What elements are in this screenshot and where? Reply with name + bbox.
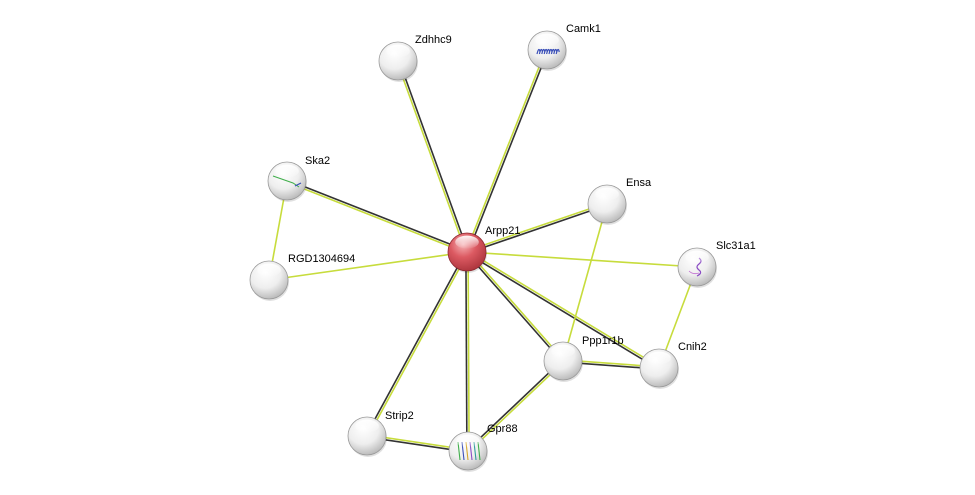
node-ensa[interactable]: Ensa	[587, 177, 652, 225]
node-highlight	[595, 187, 619, 201]
edge-evidence-textmining	[286, 181, 467, 254]
node-rgd1304694[interactable]: RGD1304694	[249, 253, 355, 301]
edge-ensa-ppp1r1b[interactable]	[562, 203, 608, 362]
edge-evidence-textmining	[268, 251, 468, 281]
node-label: Ensa	[626, 177, 652, 189]
node-ppp1r1b[interactable]: Ppp1r1b	[543, 335, 624, 382]
edge-arpp21-rgd1304694[interactable]	[268, 251, 468, 281]
node-label: Ska2	[305, 155, 330, 167]
edge-evidence-textmining	[466, 202, 607, 252]
node-label: Arpp21	[485, 225, 520, 237]
node-highlight	[456, 434, 480, 448]
node-label: Camk1	[566, 23, 601, 35]
node-highlight	[386, 44, 410, 58]
node-arpp21[interactable]: Arpp21	[447, 225, 520, 273]
edge-evidence-coexpression	[365, 251, 467, 436]
edge-evidence-coexpression	[466, 359, 563, 451]
edge-arpp21-ppp1r1b[interactable]	[465, 250, 565, 363]
node-highlight	[647, 351, 671, 365]
node-slc31a1[interactable]: Slc31a1	[677, 240, 756, 288]
node-highlight	[257, 263, 281, 277]
node-label: Cnih2	[678, 341, 707, 353]
edge-arpp21-strip2[interactable]	[365, 251, 469, 437]
edge-evidence-textmining	[466, 251, 698, 268]
edge-arpp21-zdhhc9[interactable]	[396, 60, 469, 253]
edge-arpp21-camk1[interactable]	[465, 49, 549, 253]
edge-evidence-textmining	[467, 250, 565, 361]
edge-evidence-textmining	[562, 203, 608, 362]
protein-structure-icon	[536, 48, 560, 55]
edge-evidence-textmining	[468, 361, 565, 453]
edge-arpp21-gpr88[interactable]	[465, 251, 470, 452]
node-label: RGD1304694	[288, 253, 355, 265]
node-strip2[interactable]: Strip2	[347, 410, 414, 457]
edge-evidence-textmining	[467, 250, 660, 368]
node-highlight	[455, 235, 479, 249]
node-camk1[interactable]: Camk1	[527, 23, 601, 71]
node-gpr88[interactable]: Gpr88	[448, 423, 518, 472]
edge-evidence-coexpression	[467, 50, 549, 253]
edge-evidence-textmining	[467, 251, 470, 451]
protein-structure-icon	[272, 175, 302, 188]
node-zdhhc9[interactable]: Zdhhc9	[378, 34, 452, 82]
edge-evidence-coexpression	[287, 179, 468, 252]
edge-evidence-textmining	[465, 49, 547, 252]
node-label: Gpr88	[487, 423, 518, 435]
node-cnih2[interactable]: Cnih2	[639, 341, 707, 389]
edge-evidence-textmining	[396, 61, 467, 253]
node-label: Strip2	[385, 410, 414, 422]
edge-arpp21-slc31a1[interactable]	[466, 251, 698, 268]
edge-arpp21-ska2[interactable]	[286, 179, 468, 254]
edge-arpp21-cnih2[interactable]	[466, 250, 660, 370]
node-label: Slc31a1	[716, 240, 756, 252]
node-highlight	[551, 344, 575, 358]
edge-arpp21-ensa[interactable]	[466, 202, 608, 254]
node-highlight	[355, 419, 379, 433]
node-highlight	[685, 250, 709, 264]
node-label: Zdhhc9	[415, 34, 452, 46]
edge-ppp1r1b-gpr88[interactable]	[466, 359, 565, 453]
edge-evidence-coexpression	[465, 252, 563, 363]
edge-evidence-coexpression	[398, 60, 469, 252]
edge-evidence-textmining	[367, 252, 469, 437]
node-highlight	[535, 33, 559, 47]
node-label: Ppp1r1b	[582, 335, 624, 347]
edge-evidence-coexpression	[467, 204, 608, 254]
edge-evidence-coexpression	[466, 252, 659, 370]
edge-evidence-coexpression	[465, 252, 468, 452]
node-ska2[interactable]: Ska2	[267, 155, 330, 202]
node-highlight	[275, 164, 299, 178]
